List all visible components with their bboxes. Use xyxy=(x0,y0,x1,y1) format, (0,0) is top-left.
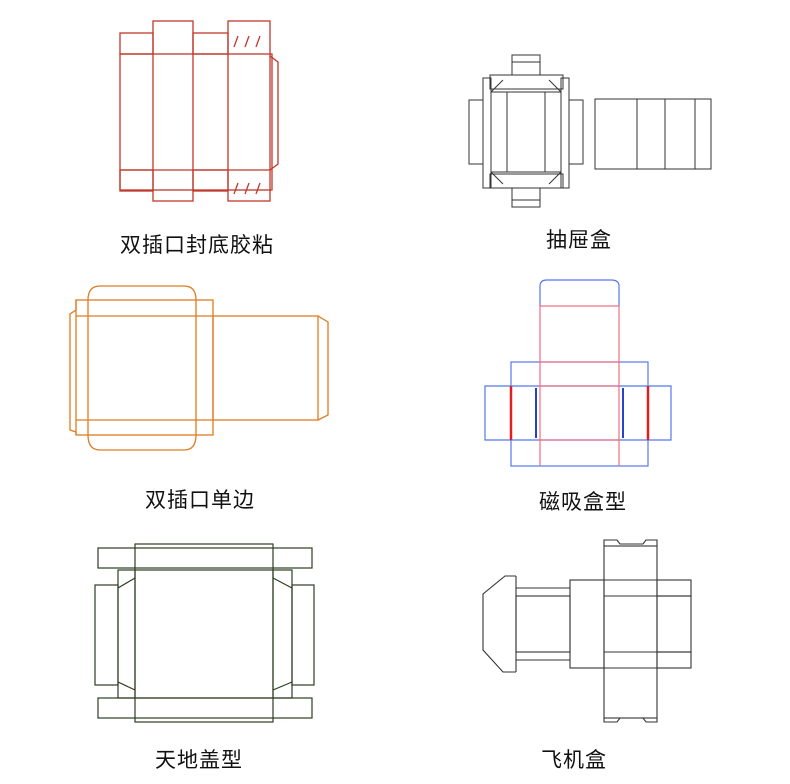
diagram-double-tuck-single-side: 双插口单边 xyxy=(0,270,395,532)
dieline-drawer-box xyxy=(468,54,712,208)
diagram-magnetic-box: 磁吸盒型 xyxy=(395,270,790,532)
diagram-label: 双插口单边 xyxy=(145,488,255,512)
diagram-lid-base-box: 天地盖型 xyxy=(0,532,395,784)
dieline-airplane-box xyxy=(482,539,692,723)
diagram-label: 抽屉盒 xyxy=(546,228,612,252)
diagram-label: 双插口封底胶粘 xyxy=(120,233,274,257)
diagram-label: 磁吸盒型 xyxy=(539,490,627,514)
diagram-label: 飞机盒 xyxy=(541,748,607,772)
diagram-double-tuck-glue-bottom: 双插口封底胶粘 xyxy=(0,0,395,270)
dieline-magnetic-box xyxy=(484,279,672,467)
diagram-drawer-box: 抽屉盒 xyxy=(395,0,790,270)
diagram-label: 天地盖型 xyxy=(155,748,243,772)
diagram-airplane-box: 飞机盒 xyxy=(395,532,790,784)
dieline-double-tuck-single-side xyxy=(69,285,329,451)
dieline-lid-base-box xyxy=(94,543,315,723)
dieline-double-tuck-glue-bottom xyxy=(119,20,279,202)
